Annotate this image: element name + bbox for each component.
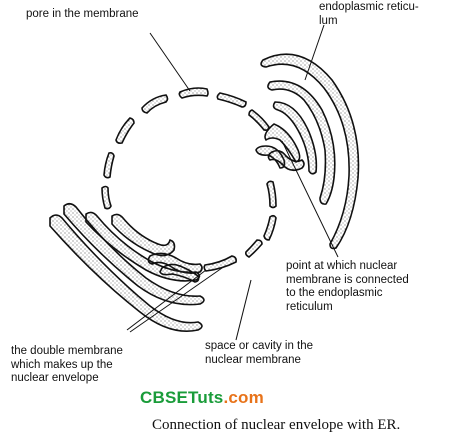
endoplasmic-reticulum-right xyxy=(255,53,360,250)
label-connection-point: point at which nuclear membrane is conne… xyxy=(286,260,409,313)
endoplasmic-reticulum-left xyxy=(49,202,205,332)
er-cisterna xyxy=(63,202,205,306)
label-pore: pore in the membrane xyxy=(26,8,139,20)
pointer-line-connection xyxy=(281,140,339,258)
pointer-line-er xyxy=(304,24,325,81)
envelope-segment xyxy=(101,185,112,210)
er-cisterna xyxy=(272,101,318,175)
er-cisterna xyxy=(267,80,336,205)
logo-text-main: CBSETuts xyxy=(140,388,224,407)
envelope-segment xyxy=(245,239,263,258)
envelope-segment xyxy=(263,214,277,241)
er-cisterna xyxy=(260,53,360,250)
pointer-line-pore xyxy=(149,32,191,92)
er-cisterna xyxy=(264,123,301,163)
envelope-segment xyxy=(178,87,209,99)
label-space-cavity: space or cavity in the nuclear membrane xyxy=(205,340,314,366)
pointer-line-double-a xyxy=(126,269,207,331)
pointer-line-double-b xyxy=(129,267,223,333)
envelope-segment xyxy=(216,92,247,108)
figure-caption: Connection of nuclear envelope with ER. xyxy=(152,417,401,433)
pointer-line-space xyxy=(235,279,252,341)
nuclear-envelope-segments xyxy=(101,87,277,272)
er-cisterna xyxy=(49,214,203,332)
envelope-segment xyxy=(266,180,277,209)
site-logo: CBSETuts.com xyxy=(140,388,264,408)
envelope-segment xyxy=(103,152,115,179)
er-cisterna xyxy=(147,252,203,274)
envelope-segment xyxy=(248,109,270,131)
er-cisterna xyxy=(159,263,200,283)
label-double-membrane: the double membrane which makes up the n… xyxy=(11,345,123,384)
label-endoplasmic-reticulum: endoplasmic reticu- lum xyxy=(319,1,419,27)
envelope-segment xyxy=(141,94,169,114)
envelope-segment xyxy=(115,117,135,144)
envelope-segment xyxy=(203,255,237,272)
er-cisterna xyxy=(267,149,305,172)
pointer-lines xyxy=(126,24,339,341)
logo-text-domain: .com xyxy=(223,388,264,407)
er-cisterna xyxy=(111,213,176,257)
